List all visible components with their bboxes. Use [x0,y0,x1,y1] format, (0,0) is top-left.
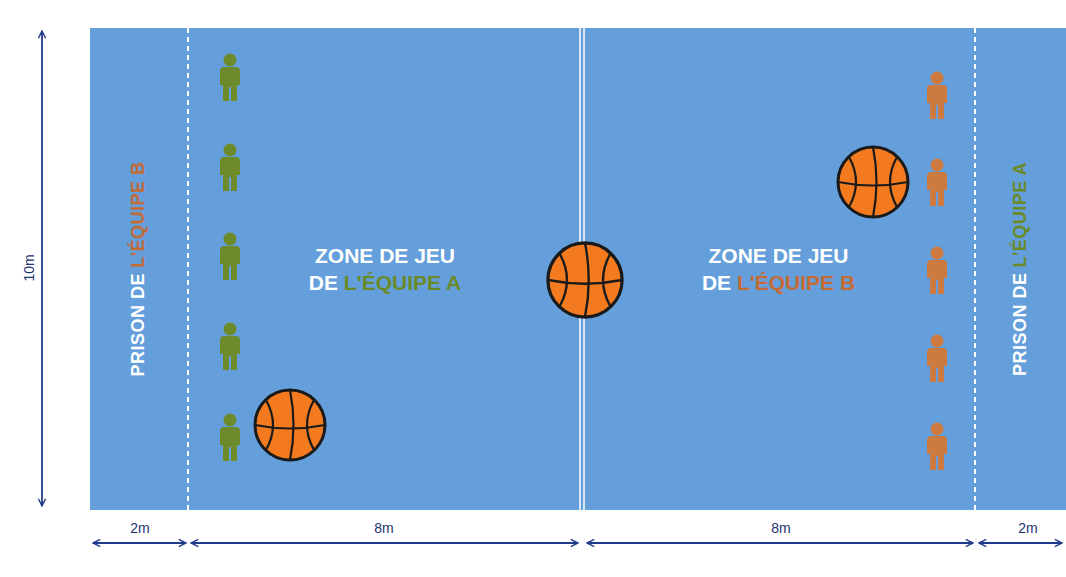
dimension-label: 10m [21,254,37,281]
court-zone: PRISON DE L'ÉQUIPE A [975,28,1066,510]
zone-text: DE [309,271,338,294]
zone-text: L'ÉQUIPE B [128,162,148,268]
zone-text: L'ÉQUIPE B [737,271,855,294]
player-figure [927,335,947,383]
ball [838,147,908,217]
court-zone: ZONE DE JEU DE L'ÉQUIPE B [582,28,975,510]
zone-text: PRISON DE [128,273,148,377]
label-line: PRISON DE L'ÉQUIPE A [1009,162,1032,376]
dimension-label: 2m [130,520,149,536]
player-figure [220,414,240,462]
dimension-arrow [41,31,43,506]
ball [548,243,622,317]
dimension-arrow [587,542,973,544]
dimension-arrow [93,542,186,544]
ball [255,390,325,460]
court-ground [90,28,1066,510]
player-figure [927,247,947,295]
label-line: ZONE DE JEU [309,242,461,269]
zone-text: ZONE DE JEU [315,244,455,267]
label-line: DE L'ÉQUIPE A [309,269,461,296]
zone-label: ZONE DE JEU DE L'ÉQUIPE B [702,242,855,297]
zone-label: PRISON DE L'ÉQUIPE B [127,162,150,377]
player-figure [927,72,947,120]
dimension-label: 8m [771,520,790,536]
dashed-line [974,28,976,510]
dimension-arrow [191,542,578,544]
label-line: ZONE DE JEU [702,242,855,269]
dimension-arrow [979,542,1062,544]
zone-text: PRISON DE [1010,273,1030,377]
zone-text: DE [702,271,731,294]
player-figure [927,423,947,471]
label-line: DE L'ÉQUIPE B [702,269,855,296]
player-figure [220,54,240,102]
court-zone: ZONE DE JEU DE L'ÉQUIPE A [188,28,582,510]
player-figure [220,144,240,192]
zone-text: L'ÉQUIPE A [344,271,461,294]
zone-label: PRISON DE L'ÉQUIPE A [1009,162,1032,376]
dimension-label: 8m [374,520,393,536]
player-figure [927,159,947,207]
player-figure [220,323,240,371]
player-figure [220,233,240,281]
court-zone: PRISON DE L'ÉQUIPE B [90,28,188,510]
zone-text: L'ÉQUIPE A [1010,162,1030,268]
dimension-label: 2m [1018,520,1037,536]
label-line: PRISON DE L'ÉQUIPE B [127,162,150,377]
zone-label: ZONE DE JEU DE L'ÉQUIPE A [309,242,461,297]
dashed-line [187,28,189,510]
zone-text: ZONE DE JEU [708,244,848,267]
